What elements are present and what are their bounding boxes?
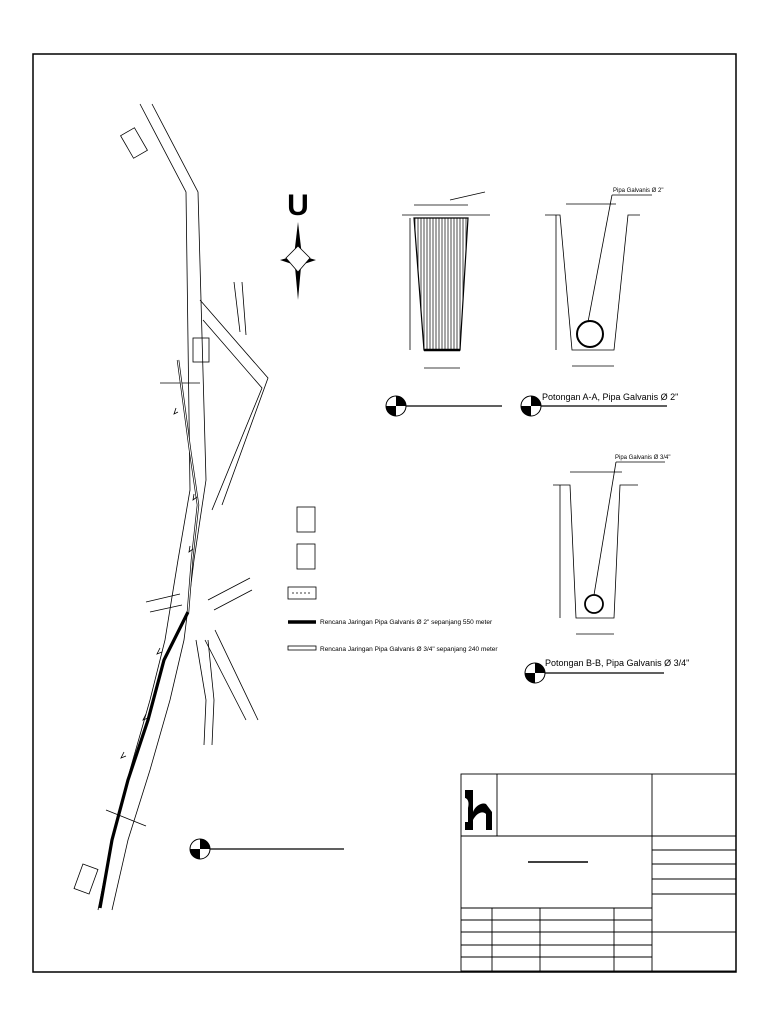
pipe-route-2in	[98, 611, 190, 909]
road-south-branch	[195, 639, 215, 746]
title-block-logo	[465, 790, 492, 830]
section-symbol-aa	[520, 395, 667, 417]
north-arrow: U	[280, 189, 316, 300]
legend	[287, 506, 317, 651]
trench-detail-hatched	[402, 191, 490, 369]
flow-arrows	[120, 407, 198, 759]
legend-road-symbol	[287, 586, 317, 600]
section-bb-title: Potongan B-B, Pipa Galvanis Ø 3/4"	[545, 658, 689, 668]
section-symbol-1	[385, 395, 502, 417]
title-block	[460, 773, 737, 972]
road-east-spur	[207, 577, 253, 611]
section-aa-title: Potongan A-A, Pipa Galvanis Ø 2"	[542, 392, 678, 402]
road-branch-lower	[202, 319, 263, 511]
section-symbol-bb	[524, 662, 664, 684]
legend-pipe-2in-text: Rencana Jaringan Pipa Galvanis Ø 2" sepa…	[320, 619, 493, 626]
building-south	[73, 863, 99, 895]
building-north	[120, 127, 148, 159]
pipe-2in-circle	[576, 320, 604, 348]
north-letter: U	[287, 189, 309, 222]
legend-pipe-34in-line	[287, 645, 317, 651]
building-mid	[192, 337, 210, 363]
road-branch-upper	[199, 299, 269, 506]
section-symbol-plan	[189, 838, 344, 860]
road-north-spur	[233, 281, 247, 336]
trench-detail-34in	[553, 461, 665, 635]
road-southeast	[204, 629, 259, 721]
pipe-route-34in-core	[177, 359, 199, 613]
pipe-34in-circle	[584, 594, 604, 614]
sheet-border	[32, 53, 737, 973]
legend-box-2	[296, 543, 316, 570]
section-cut-b	[105, 809, 147, 827]
legend-pipe-34in-text: Rencana Jaringan Pipa Galvanis Ø 3/4" se…	[320, 646, 498, 653]
road-west-spur	[145, 593, 183, 613]
pipe-label-34in: Pipa Galvanis Ø 3/4"	[615, 455, 671, 461]
pipe-label-2in: Pipa Galvanis Ø 2"	[613, 188, 664, 194]
road-main-right-edge	[111, 103, 207, 911]
site-plan	[73, 103, 269, 911]
legend-box-1	[296, 506, 316, 533]
trench-detail-2in	[545, 194, 652, 367]
